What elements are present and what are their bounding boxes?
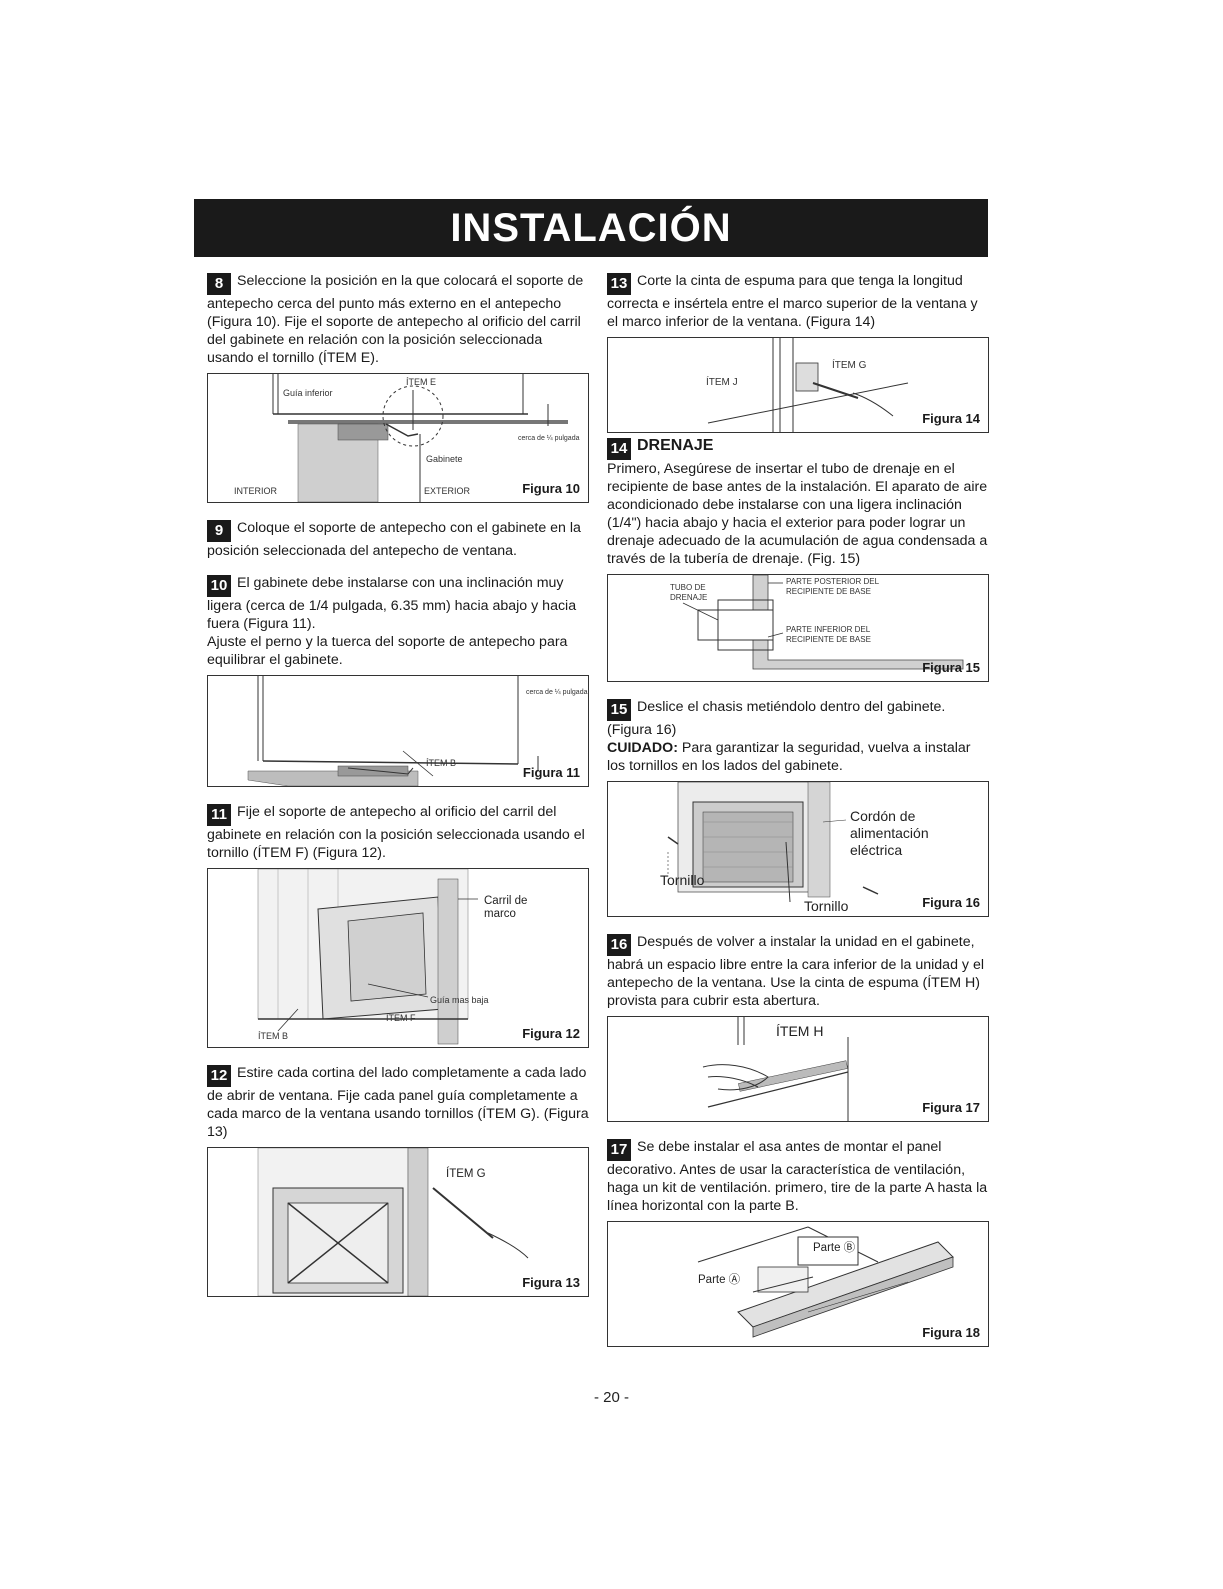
label-cerca: cerca de ¼ pulgada <box>526 689 588 696</box>
figure-16-drawing <box>667 782 879 903</box>
step-number: 13 <box>607 273 631 295</box>
label-gabinete: Gabinete <box>426 454 463 464</box>
step-text: El gabinete debe instalarse con una incl… <box>207 575 577 632</box>
figure-10: Guía inferior ÍTEM E Gabinete INTERIOR E… <box>207 373 589 503</box>
step-title: DRENAJE <box>637 437 714 454</box>
label-parte-posterior: PARTE POSTERIOR DEL RECIPIENTE DE BASE <box>786 577 879 596</box>
page-title-bar: INSTALACIÓN <box>194 199 988 257</box>
label-tornillo-left: Tornillo <box>660 872 705 888</box>
step-number: 15 <box>607 699 631 721</box>
figure-18-label: Figura 18 <box>922 1325 980 1340</box>
figure-11-drawing <box>247 676 539 786</box>
label-interior: INTERIOR <box>234 486 278 496</box>
step-number: 12 <box>207 1065 231 1087</box>
label-item-g: ÍTEM G <box>832 360 867 371</box>
figure-14-label: Figura 14 <box>922 411 980 426</box>
step-text: Deslice el chasis metiéndolo dentro del … <box>607 699 946 738</box>
label-item-j: ÍTEM J <box>706 377 738 388</box>
figure-13-label: Figura 13 <box>522 1275 580 1290</box>
step-number: 16 <box>607 934 631 956</box>
figure-17-drawing <box>702 1017 849 1121</box>
step-text: Primero, Asegúrese de insertar el tubo d… <box>607 461 988 567</box>
figure-13-drawing <box>257 1148 529 1296</box>
figure-18-drawing <box>697 1226 954 1338</box>
label-item-e: ÍTEM E <box>406 377 437 387</box>
label-parte-inferior: PARTE INFERIOR DEL RECIPIENTE DE BASE <box>786 625 871 644</box>
label-parte-a: Parte Ⓐ <box>698 1274 741 1286</box>
label-carril-marco: Carril de marco <box>484 895 528 920</box>
step-number: 14 <box>607 438 631 460</box>
step-number: 8 <box>207 273 231 295</box>
step-text: Corte la cinta de espuma para que tenga … <box>607 273 978 330</box>
label-guia-inferior: Guía inferior <box>283 388 333 398</box>
step-text: Seleccione la posición en la que colocar… <box>207 273 584 366</box>
figure-15: TUBO DE DRENAJE PARTE POSTERIOR DEL RECI… <box>607 574 989 682</box>
label-item-h: ÍTEM H <box>776 1023 824 1039</box>
label-item-f: ÍTEM F <box>386 1013 416 1023</box>
label-item-g: ÍTEM G <box>446 1168 486 1180</box>
figure-17-label: Figura 17 <box>922 1100 980 1115</box>
figure-18: Parte Ⓑ Parte Ⓐ Figura 18 <box>607 1221 989 1347</box>
page-number: - 20 - <box>593 1389 629 1406</box>
step-number: 10 <box>207 575 231 597</box>
figure-10-label: Figura 10 <box>522 481 580 496</box>
step-14: 14 DRENAJE Primero, Asegúrese de insertar… <box>607 437 991 568</box>
label-parte-b: Parte Ⓑ <box>813 1242 856 1254</box>
step-text: Coloque el soporte de antepecho con el g… <box>207 520 581 559</box>
step-text: Estire cada cortina del lado completamen… <box>207 1065 589 1140</box>
label-cerca: cerca de ¼ pulgada <box>518 435 580 442</box>
figure-13: ÍTEM G Figura 13 <box>207 1147 589 1297</box>
figure-12-drawing <box>257 869 478 1045</box>
step-number: 11 <box>207 804 231 826</box>
step-text: Después de volver a instalar la unidad e… <box>607 934 984 1009</box>
step-number: 17 <box>607 1139 631 1161</box>
figure-15-drawing <box>682 575 964 670</box>
figure-14-drawing <box>707 338 909 432</box>
caution-label: CUIDADO: <box>607 740 678 756</box>
figure-16: Cordón de alimentación eléctrica Tornill… <box>607 781 989 917</box>
figure-11-label: Figura 11 <box>522 765 580 780</box>
page-title: INSTALACIÓN <box>450 205 732 250</box>
step-text: Fije el soporte de antepecho al orificio… <box>207 804 585 861</box>
step-text: Se debe instalar el asa antes de montar … <box>607 1139 988 1214</box>
figure-11: ÍTEM B cerca de ¼ pulgada Figura 11 <box>207 675 589 787</box>
figure-15-label: Figura 15 <box>922 660 980 675</box>
figure-14: ÍTEM J ÍTEM G Figura 14 <box>607 337 989 433</box>
label-tubo-drenaje: TUBO DE DRENAJE <box>670 583 708 602</box>
figure-16-label: Figura 16 <box>922 895 980 910</box>
label-item-b: ÍTEM B <box>258 1031 289 1041</box>
figure-17: ÍTEM H Figura 17 <box>607 1016 989 1122</box>
figure-10-drawing <box>272 374 568 502</box>
step-text-2: Ajuste el perno y la tuerca del soporte … <box>207 634 568 668</box>
label-exterior: EXTERIOR <box>424 486 471 496</box>
figure-12: Carril de marco Guía mas baja ÍTEM F ÍTE… <box>207 868 589 1048</box>
caution-text: Para garantizar la seguridad, vuelva a i… <box>607 740 971 774</box>
label-item-b: ÍTEM B <box>426 758 457 768</box>
label-tornillo-bottom: Tornillo <box>804 898 849 914</box>
label-cordon: Cordón de alimentación eléctrica <box>850 808 929 858</box>
figure-12-label: Figura 12 <box>522 1026 580 1041</box>
label-guia-mas-baja: Guía mas baja <box>430 995 489 1005</box>
step-number: 9 <box>207 520 231 542</box>
